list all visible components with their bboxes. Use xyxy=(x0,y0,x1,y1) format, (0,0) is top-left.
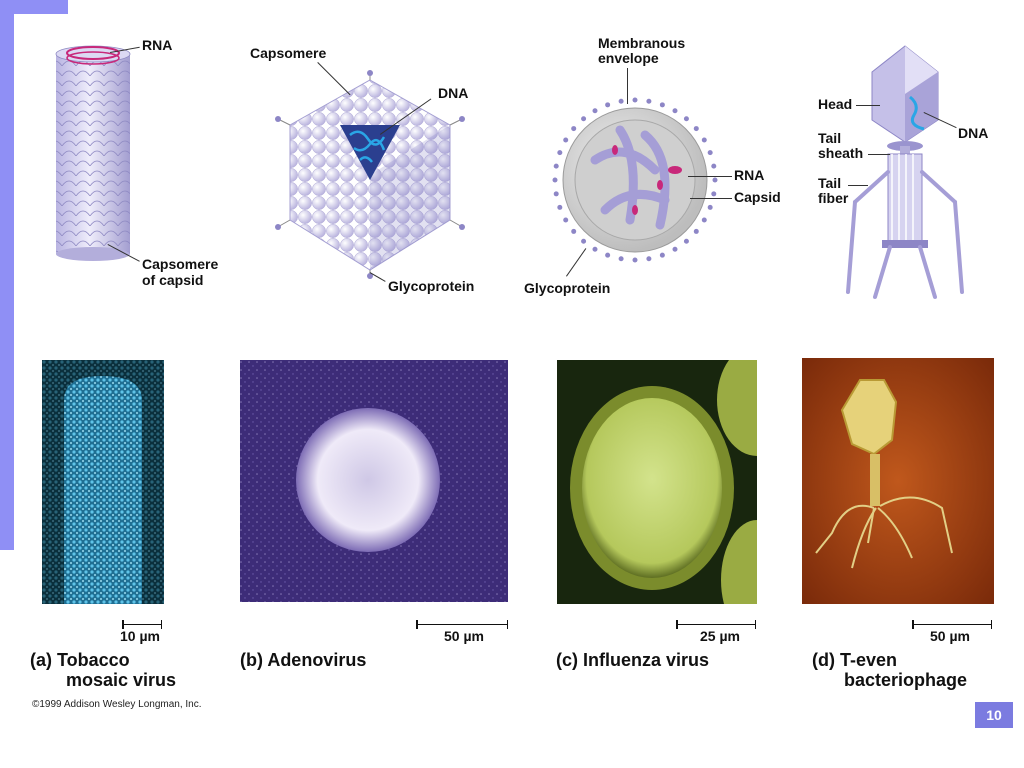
tmv-micrograph xyxy=(42,360,164,604)
adenovirus-glycoprotein-label: Glycoprotein xyxy=(388,278,475,294)
caption-t-even-bacteriophage: (d) T-even bacteriophage xyxy=(812,650,967,690)
phage-head-label: Head xyxy=(818,96,853,112)
influenza-scale-bar xyxy=(676,620,756,635)
influenza-envelope-leader xyxy=(627,68,628,104)
caption-adenovirus: (b) Adenovirus xyxy=(240,650,366,670)
influenza-envelope-label-1: Membranous xyxy=(598,35,686,51)
adenovirus-capsomere-label: Capsomere xyxy=(250,45,327,61)
caption-tobacco-mosaic-virus: (a) Tobacco mosaic virus xyxy=(30,650,176,690)
tmv-rna-label: RNA xyxy=(142,37,173,53)
caption-line-1: (c) Influenza virus xyxy=(556,650,710,670)
influenza-capsid-label: Capsid xyxy=(734,189,781,205)
caption-line-2: bacteriophage xyxy=(844,670,968,690)
influenza-micrograph xyxy=(557,360,757,604)
phage-tail-fiber-label-2: fiber xyxy=(818,190,849,206)
adenovirus-diagram xyxy=(270,70,470,280)
influenza-envelope-label-2: envelope xyxy=(598,50,659,66)
phage-scale-bar xyxy=(912,620,992,635)
phage-head-leader xyxy=(856,105,880,106)
influenza-diagram xyxy=(545,90,725,270)
slide-accent-bar xyxy=(0,14,14,550)
tmv-diagram xyxy=(48,36,138,262)
influenza-scale-label: 25 µm xyxy=(700,628,740,644)
caption-line-2: mosaic virus xyxy=(66,670,177,690)
phage-scale-label: 50 µm xyxy=(930,628,970,644)
influenza-rna-leader xyxy=(688,176,732,177)
influenza-rna-label: RNA xyxy=(734,167,765,183)
phage-diagram xyxy=(820,42,990,302)
influenza-glycoprotein-label: Glycoprotein xyxy=(524,280,611,296)
slide-number-badge: 10 xyxy=(975,702,1013,728)
caption-influenza-virus: (c) Influenza virus xyxy=(556,650,709,670)
adenovirus-dna-label: DNA xyxy=(438,85,469,101)
phage-tail-sheath-leader xyxy=(868,154,890,155)
phage-tail-fiber-leader xyxy=(848,185,868,186)
phage-micrograph xyxy=(802,358,994,604)
phage-dna-label: DNA xyxy=(958,125,989,141)
caption-line-1: (d) T-even xyxy=(812,650,898,670)
phage-tail-sheath-label-2: sheath xyxy=(818,145,864,161)
phage-tail-fiber-label-1: Tail xyxy=(818,175,842,191)
phage-tail-sheath-label-1: Tail xyxy=(818,130,842,146)
tmv-scale-bar xyxy=(122,620,162,635)
slide-accent-block xyxy=(0,0,68,14)
tmv-capsomere-label-1: Capsomere xyxy=(142,256,219,272)
adenovirus-micrograph xyxy=(240,360,508,602)
adenovirus-scale-bar xyxy=(416,620,508,635)
copyright-notice: ©1999 Addison Wesley Longman, Inc. xyxy=(32,699,202,710)
influenza-capsid-leader xyxy=(690,198,732,199)
caption-line-1: (a) Tobacco xyxy=(30,650,130,670)
caption-line-1: (b) Adenovirus xyxy=(240,650,367,670)
adenovirus-scale-label: 50 µm xyxy=(444,628,484,644)
tmv-scale-label: 10 µm xyxy=(120,628,160,644)
tmv-capsomere-label-2: of capsid xyxy=(142,272,204,288)
